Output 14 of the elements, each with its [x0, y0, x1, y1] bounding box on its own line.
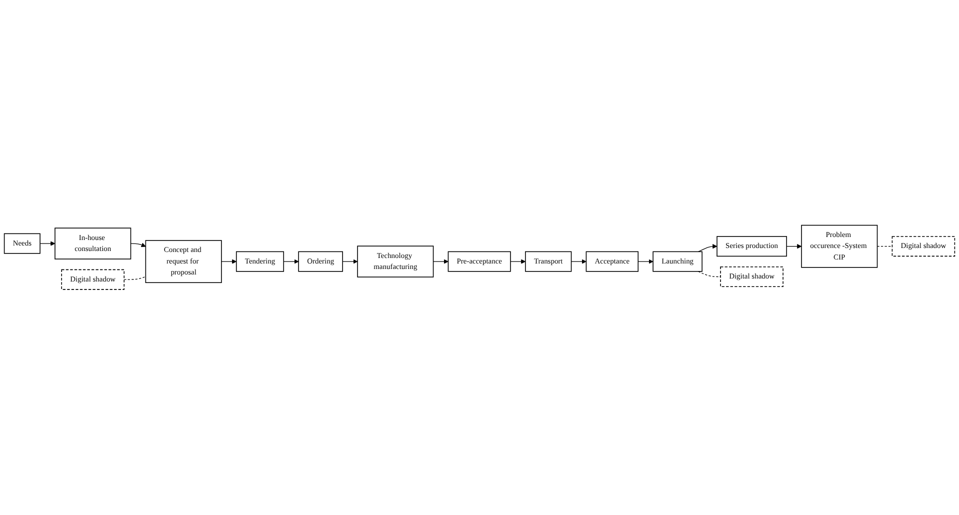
arrow [40, 241, 56, 246]
arrow [698, 244, 718, 252]
arrow [510, 259, 526, 264]
arrow [130, 242, 146, 248]
arrow [283, 259, 299, 264]
arrow [786, 244, 802, 249]
arrow [570, 259, 586, 264]
connector [124, 276, 146, 280]
arrow [432, 259, 448, 264]
connector [698, 271, 721, 278]
connector [876, 246, 893, 247]
arrow [342, 259, 358, 264]
arrow [638, 259, 654, 264]
arrow [221, 259, 237, 264]
